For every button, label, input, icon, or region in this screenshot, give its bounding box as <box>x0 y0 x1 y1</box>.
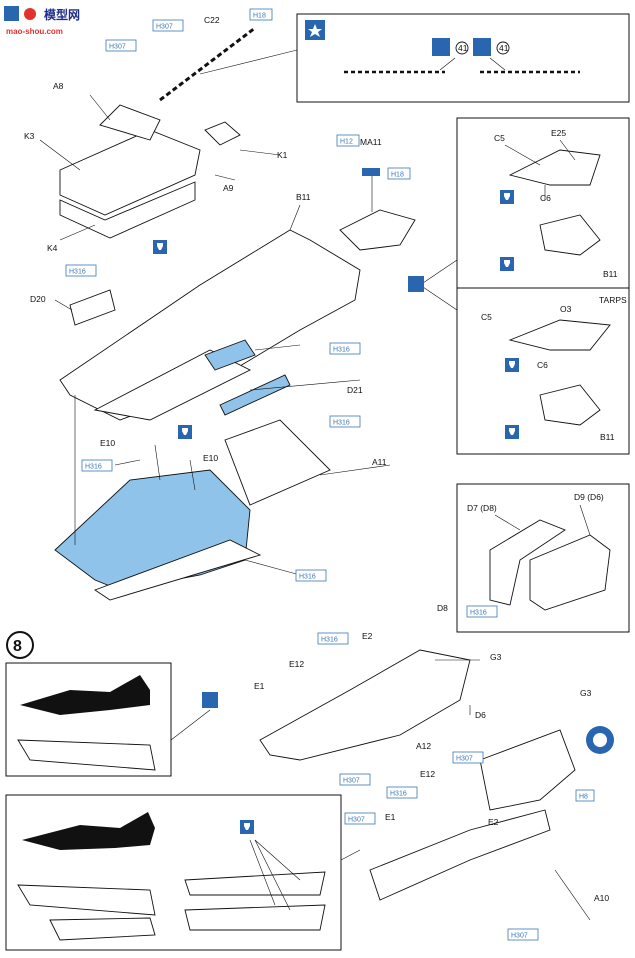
label-d9: D9 (D6) <box>574 492 604 502</box>
label-o3: O3 <box>560 304 572 314</box>
label-g3-bottom: G3 <box>580 688 592 698</box>
site-logo: 模型网 mao-shou.com <box>4 6 80 36</box>
label-e25: E25 <box>551 128 566 138</box>
label-k1: K1 <box>277 150 288 160</box>
paint-code-h307-3: H307 <box>343 778 360 785</box>
paint-code-h18-2: H18 <box>391 172 404 179</box>
label-e2-bottom: E2 <box>488 817 499 827</box>
silhouette-box-2 <box>5 794 361 951</box>
step-number: 8 <box>13 638 22 655</box>
label-e1-top: E1 <box>254 681 265 691</box>
label-d7: D7 (D8) <box>467 503 497 513</box>
label-c22: C22 <box>204 15 220 25</box>
label-a10: A10 <box>594 893 609 903</box>
number-1-icon <box>432 38 450 56</box>
decal-label-2: 41 <box>499 43 509 53</box>
label-tarps: TARPS <box>599 295 627 305</box>
label-d20: D20 <box>30 294 46 304</box>
label-d21: D21 <box>347 385 363 395</box>
fuselage-upper <box>54 204 361 421</box>
label-a11: A11 <box>372 457 387 467</box>
paint-codes: H307 H18 H307 H12 H18 H316 H316 H316 H31… <box>65 8 595 941</box>
part-labels: C22 A8 K3 K1 A9 K4 MA11 B11 D20 D21 E10 … <box>24 15 627 903</box>
k1-part <box>204 121 241 146</box>
logo-text: 模型网 <box>44 7 80 22</box>
label-g3-top: G3 <box>490 652 502 662</box>
paint-code-h316-6: H316 <box>470 610 487 617</box>
ma11-part <box>339 168 416 251</box>
paint-code-h316-3: H316 <box>333 420 350 427</box>
label-d8: D8 <box>437 603 448 613</box>
label-e12-top: E12 <box>289 659 304 669</box>
paint-code-h12: H12 <box>340 139 353 146</box>
label-ma11: MA11 <box>360 137 382 147</box>
intake-box <box>456 483 630 633</box>
paint-code-h316-2: H316 <box>333 347 350 354</box>
label-c6-top: C6 <box>540 193 551 203</box>
paint-code-h316-7: H316 <box>321 637 338 644</box>
paint-code-h307-2: H307 <box>109 44 126 51</box>
label-a8: A8 <box>53 81 64 91</box>
decal-box: 41 41 <box>199 13 630 103</box>
paint-code-h316-8: H316 <box>390 791 407 798</box>
label-e12-bottom: E12 <box>420 769 435 779</box>
logo-url: mao-shou.com <box>6 27 63 36</box>
label-b11-bottom: B11 <box>600 432 615 442</box>
paint-code-h18-1: H18 <box>253 13 266 20</box>
cockpit-assembly <box>39 26 281 241</box>
label-e2-top: E2 <box>362 631 373 641</box>
tail-options-box <box>408 117 630 455</box>
label-a12: A12 <box>416 741 431 751</box>
paint-code-h316-5: H316 <box>299 574 316 581</box>
label-e1-bottom: E1 <box>385 812 396 822</box>
label-d6: D6 <box>475 710 486 720</box>
step-8: 8 <box>6 631 34 659</box>
number-2-icon <box>473 38 491 56</box>
rear-fuselage <box>259 649 614 921</box>
decal-label-1: 41 <box>458 43 468 53</box>
label-b11: B11 <box>296 192 311 202</box>
label-b11-top: B11 <box>603 269 618 279</box>
label-a9: A9 <box>223 183 234 193</box>
paint-code-h307-5: H307 <box>348 817 365 824</box>
paint-code-h307-6: H307 <box>511 933 528 940</box>
label-k3: K3 <box>24 131 35 141</box>
label-e10-left: E10 <box>100 438 115 448</box>
silhouette-box-1 <box>5 662 218 777</box>
paint-code-h307-4: H307 <box>456 756 473 763</box>
fuselage-lower <box>54 395 391 601</box>
label-k4: K4 <box>47 243 58 253</box>
label-e10-right: E10 <box>203 453 218 463</box>
paint-code-h8: H8 <box>579 794 588 801</box>
paint-code-h316-4: H316 <box>85 464 102 471</box>
paint-code-h316-1: H316 <box>69 269 86 276</box>
label-c5-bottom: C5 <box>481 312 492 322</box>
paint-code-h307-1: H307 <box>156 24 173 31</box>
label-c6-bottom: C6 <box>537 360 548 370</box>
label-c5-top: C5 <box>494 133 505 143</box>
